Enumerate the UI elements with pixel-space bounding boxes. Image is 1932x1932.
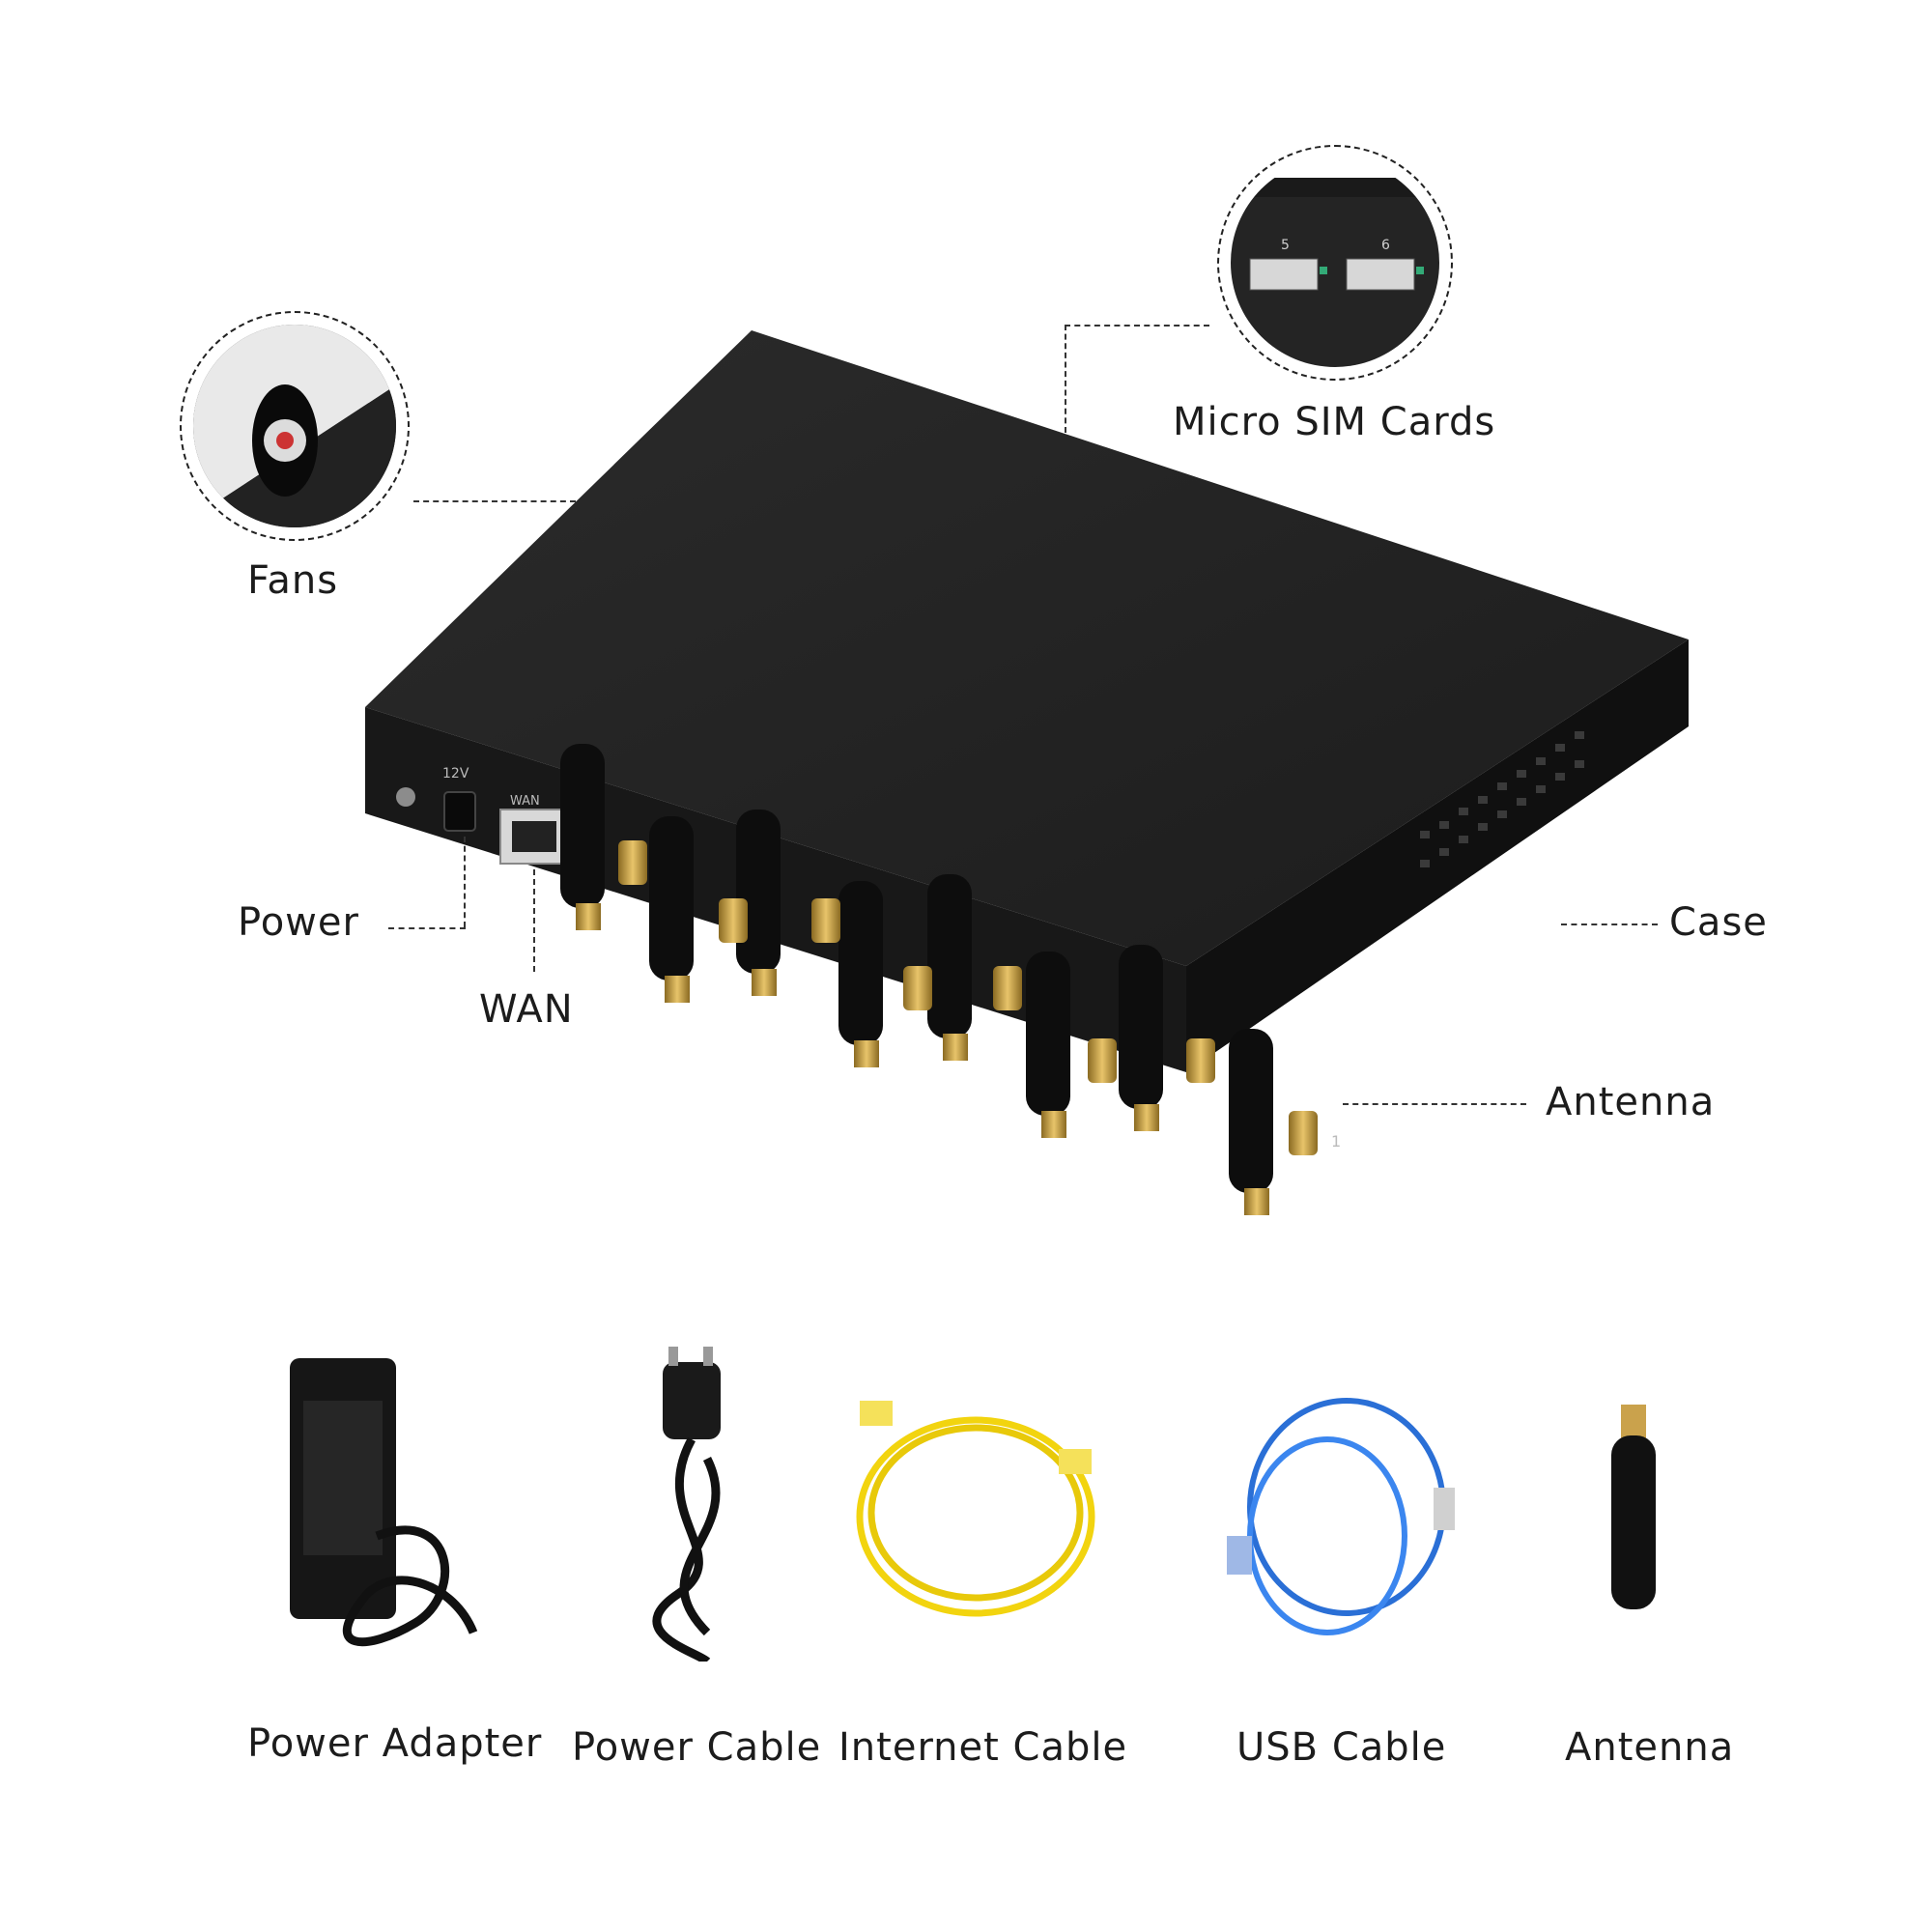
sim-slot-6-label: 6: [1381, 238, 1390, 253]
antenna-5: [927, 874, 972, 1061]
power-label: Power: [238, 900, 359, 945]
accessory-label-internet-cable: Internet Cable: [838, 1725, 1128, 1770]
accessory-label-power-adapter: Power Adapter: [247, 1721, 543, 1766]
gateway-device-illustration: [365, 330, 1689, 1215]
micro-sim-leader-h: [1065, 325, 1209, 327]
antenna-8: [1229, 1029, 1273, 1215]
sim-slot-5-label: 5: [1281, 238, 1290, 253]
micro-sim-label: Micro SIM Cards: [1173, 400, 1496, 444]
power-cable-icon: [652, 1347, 721, 1662]
fans-leader: [413, 500, 576, 502]
accessory-label-usb-cable: USB Cable: [1236, 1725, 1447, 1770]
case-leader: [1561, 923, 1658, 925]
case-vents: [1420, 731, 1584, 867]
case-label: Case: [1669, 900, 1768, 945]
wan-port-label: WAN: [510, 794, 540, 809]
power-leader-h: [388, 927, 466, 929]
accessory-antenna: [1590, 1401, 1677, 1623]
gateway-device: [365, 330, 1689, 1215]
accessory-internet-cable: [831, 1391, 1121, 1633]
power-leader-v: [464, 837, 466, 927]
micro-sim-callout: [1217, 145, 1453, 381]
accessory-power-adapter: [261, 1343, 493, 1662]
voltage-label: 12V: [442, 766, 469, 781]
internet-cable-icon: [856, 1401, 1095, 1617]
antenna-leader: [1343, 1103, 1526, 1105]
antenna-2: [649, 816, 694, 1003]
power-adapter-icon: [290, 1358, 478, 1647]
power-jack: [443, 791, 476, 832]
antennas: [560, 744, 1273, 1215]
accessory-power-cable: [611, 1343, 765, 1662]
antenna-4: [838, 881, 883, 1067]
sma-connectors: [618, 840, 1318, 1155]
wan-label: WAN: [479, 987, 574, 1032]
accessory-usb-cable: [1211, 1391, 1463, 1652]
micro-sim-leader-v: [1065, 325, 1066, 433]
fan-icon: [192, 324, 397, 528]
fans-label: Fans: [247, 558, 339, 603]
port-one-label: 1: [1331, 1132, 1342, 1151]
wan-leader: [533, 869, 535, 972]
antenna-1: [560, 744, 605, 930]
antenna-icon: [1611, 1405, 1656, 1609]
fans-callout: [180, 311, 410, 541]
accessory-label-power-cable: Power Cable: [572, 1725, 822, 1770]
antenna-callout-label: Antenna: [1546, 1080, 1716, 1124]
usb-cable-icon: [1227, 1398, 1455, 1635]
ground-screw: [396, 787, 415, 807]
antenna-7: [1119, 945, 1163, 1131]
case-top: [365, 330, 1689, 966]
sim-slot-icon: [1231, 178, 1439, 367]
antenna-6: [1026, 952, 1070, 1138]
accessory-label-antenna: Antenna: [1565, 1725, 1735, 1770]
